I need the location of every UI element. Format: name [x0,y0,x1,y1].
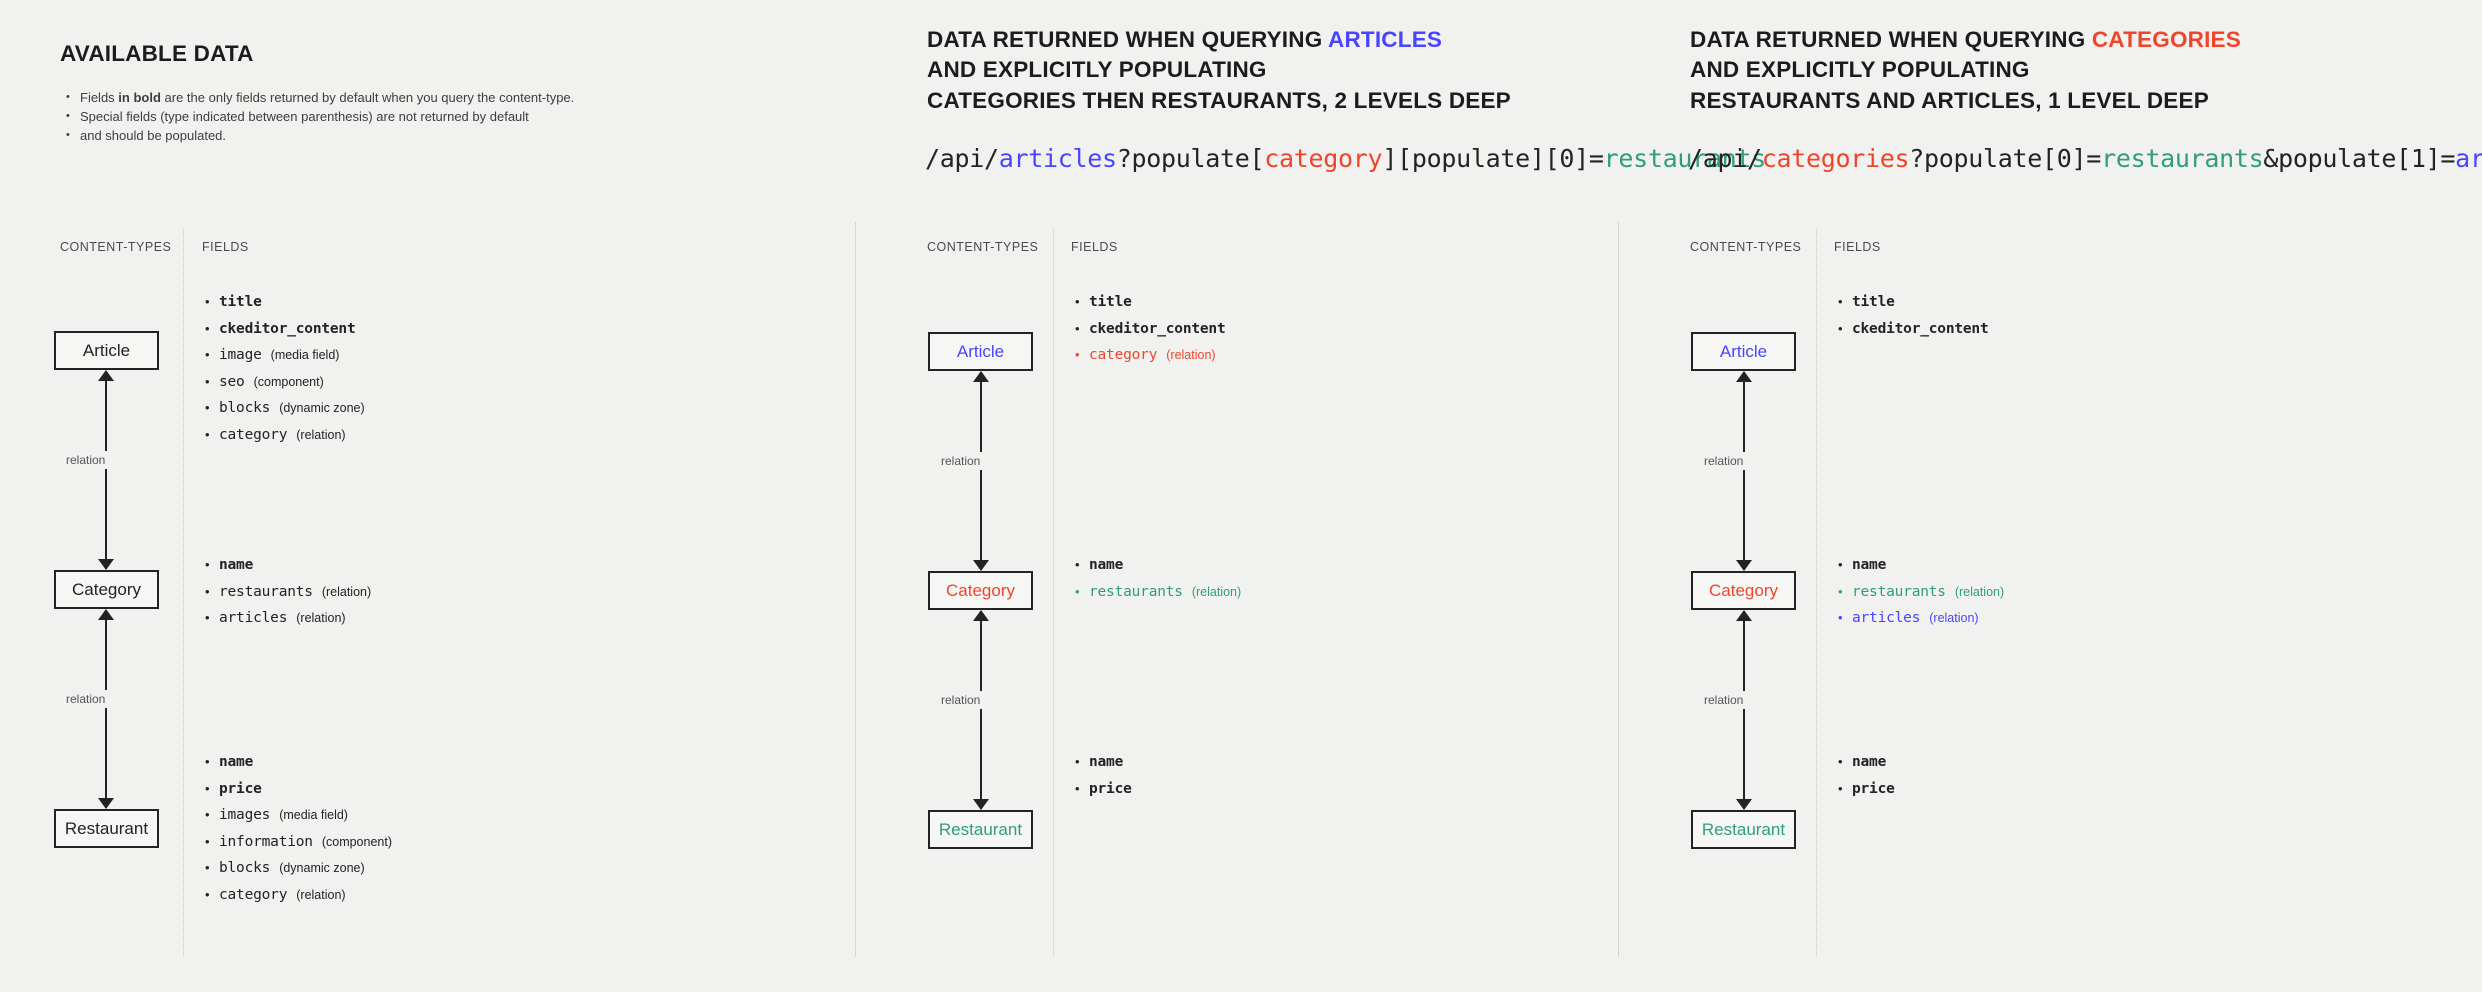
node-restaurant[interactable]: Restaurant [1691,810,1796,849]
field-row: •category(relation) [205,426,346,443]
relation-label: relation [1700,452,1748,470]
field-row: •title [205,294,262,310]
panel2-api-url: /api/articles?populate[category][populat… [925,144,1766,173]
field-row: •price [1075,780,1132,797]
column-label-fields: FIELDS [202,240,249,254]
panel3-title-line2: AND EXPLICITLY POPULATING [1690,57,2030,82]
relation-arrow-article-category [1736,371,1752,571]
fields-category: •name •restaurants(relation) •articles(r… [205,552,371,632]
note-item-continuation: and should be populated. [80,126,664,145]
panel1-dotted-divider [183,228,185,957]
relation-arrow-category-restaurant [973,610,989,810]
field-row: •articles(relation) [205,610,346,626]
relation-arrow-category-restaurant [98,609,114,809]
column-label-fields: FIELDS [1834,240,1881,254]
fields-category: •name •restaurants(relation) [1075,552,1241,605]
field-row: •ckeditor_content [1075,320,1226,337]
panel2-title-line2: AND EXPLICITLY POPULATING [927,57,1267,82]
field-row: •articles(relation) [1838,610,1979,626]
field-row: •name [205,754,254,770]
panel3-dotted-divider [1816,228,1818,957]
fields-restaurant: •name •price •images(media field) •infor… [205,749,392,908]
field-row: •information(component) [205,833,393,850]
node-article[interactable]: Article [1691,332,1796,371]
fields-restaurant: •name •price [1838,749,1904,802]
panel2-title-line1: DATA RETURNED WHEN QUERYING ARTICLES [927,27,1443,52]
panel-categories-query: DATA RETURNED WHEN QUERYING CATEGORIES A… [1618,0,2482,992]
relation-label: relation [937,691,985,709]
field-row: •seo(component) [205,373,324,390]
field-row: •name [1838,557,1887,573]
panel3-title-line3: RESTAURANTS AND ARTICLES, 1 LEVEL DEEP [1690,88,2209,113]
field-row: •name [205,557,254,573]
field-row: •title [1075,294,1132,310]
relation-arrow-category-restaurant [1736,610,1752,810]
field-row: •blocks(dynamic zone) [205,860,365,876]
panel1-title: AVAILABLE DATA [60,41,254,66]
panel-separator-1 [855,222,856,957]
field-row: •name [1075,557,1124,573]
node-article[interactable]: Article [54,331,159,370]
note-item: Fields in bold are the only fields retur… [80,88,664,107]
field-row: •price [1838,780,1895,797]
fields-article: •title •ckeditor_content •category(relat… [1075,289,1234,369]
node-restaurant[interactable]: Restaurant [928,810,1033,849]
panel-separator-2 [1618,222,1619,957]
column-label-fields: FIELDS [1071,240,1118,254]
relation-arrow-article-category [973,371,989,571]
node-category[interactable]: Category [1691,571,1796,610]
relation-label: relation [937,452,985,470]
field-row: •title [1838,294,1895,310]
panel1-notes: Fields in bold are the only fields retur… [64,88,664,145]
field-row: •ckeditor_content [1838,320,1989,337]
field-row: •name [1075,754,1124,770]
fields-restaurant: •name •price [1075,749,1141,802]
field-row: •images(media field) [205,807,348,823]
fields-article: •title •ckeditor_content •image(media fi… [205,289,365,448]
field-row: •restaurants(relation) [205,583,372,600]
node-article[interactable]: Article [928,332,1033,371]
field-row: •restaurants(relation) [1075,583,1242,600]
field-row: •ckeditor_content [205,320,356,337]
panel-available-data: AVAILABLE DATA Fields in bold are the on… [0,0,855,992]
field-row: •blocks(dynamic zone) [205,400,365,416]
panel2-dotted-divider [1053,228,1055,957]
node-category[interactable]: Category [54,570,159,609]
relation-arrow-article-category [98,370,114,570]
panel3-api-url: /api/categories?populate[0]=restaurants&… [1688,144,2482,173]
field-row: •name [1838,754,1887,770]
field-row: •price [205,780,262,797]
panel2-title-line3: CATEGORIES THEN RESTAURANTS, 2 LEVELS DE… [927,88,1511,113]
relation-label: relation [1700,691,1748,709]
note-item: Special fields (type indicated between p… [80,107,664,126]
panel3-title-line1: DATA RETURNED WHEN QUERYING CATEGORIES [1690,27,2241,52]
field-row: •image(media field) [205,347,340,363]
relation-label: relation [62,451,110,469]
accent-categories: CATEGORIES [2091,27,2241,52]
node-category[interactable]: Category [928,571,1033,610]
fields-article: •title •ckeditor_content [1838,289,1997,342]
column-label-content-types: CONTENT-TYPES [1690,240,1802,254]
accent-articles: ARTICLES [1328,27,1443,52]
field-row: •restaurants(relation) [1838,583,2005,600]
panel-articles-query: DATA RETURNED WHEN QUERYING ARTICLES AND… [855,0,1766,992]
column-label-content-types: CONTENT-TYPES [927,240,1039,254]
field-row: •category(relation) [1075,347,1216,363]
fields-category: •name •restaurants(relation) •articles(r… [1838,552,2004,632]
field-row: •category(relation) [205,886,346,903]
relation-label: relation [62,690,110,708]
column-label-content-types: CONTENT-TYPES [60,240,172,254]
node-restaurant[interactable]: Restaurant [54,809,159,848]
